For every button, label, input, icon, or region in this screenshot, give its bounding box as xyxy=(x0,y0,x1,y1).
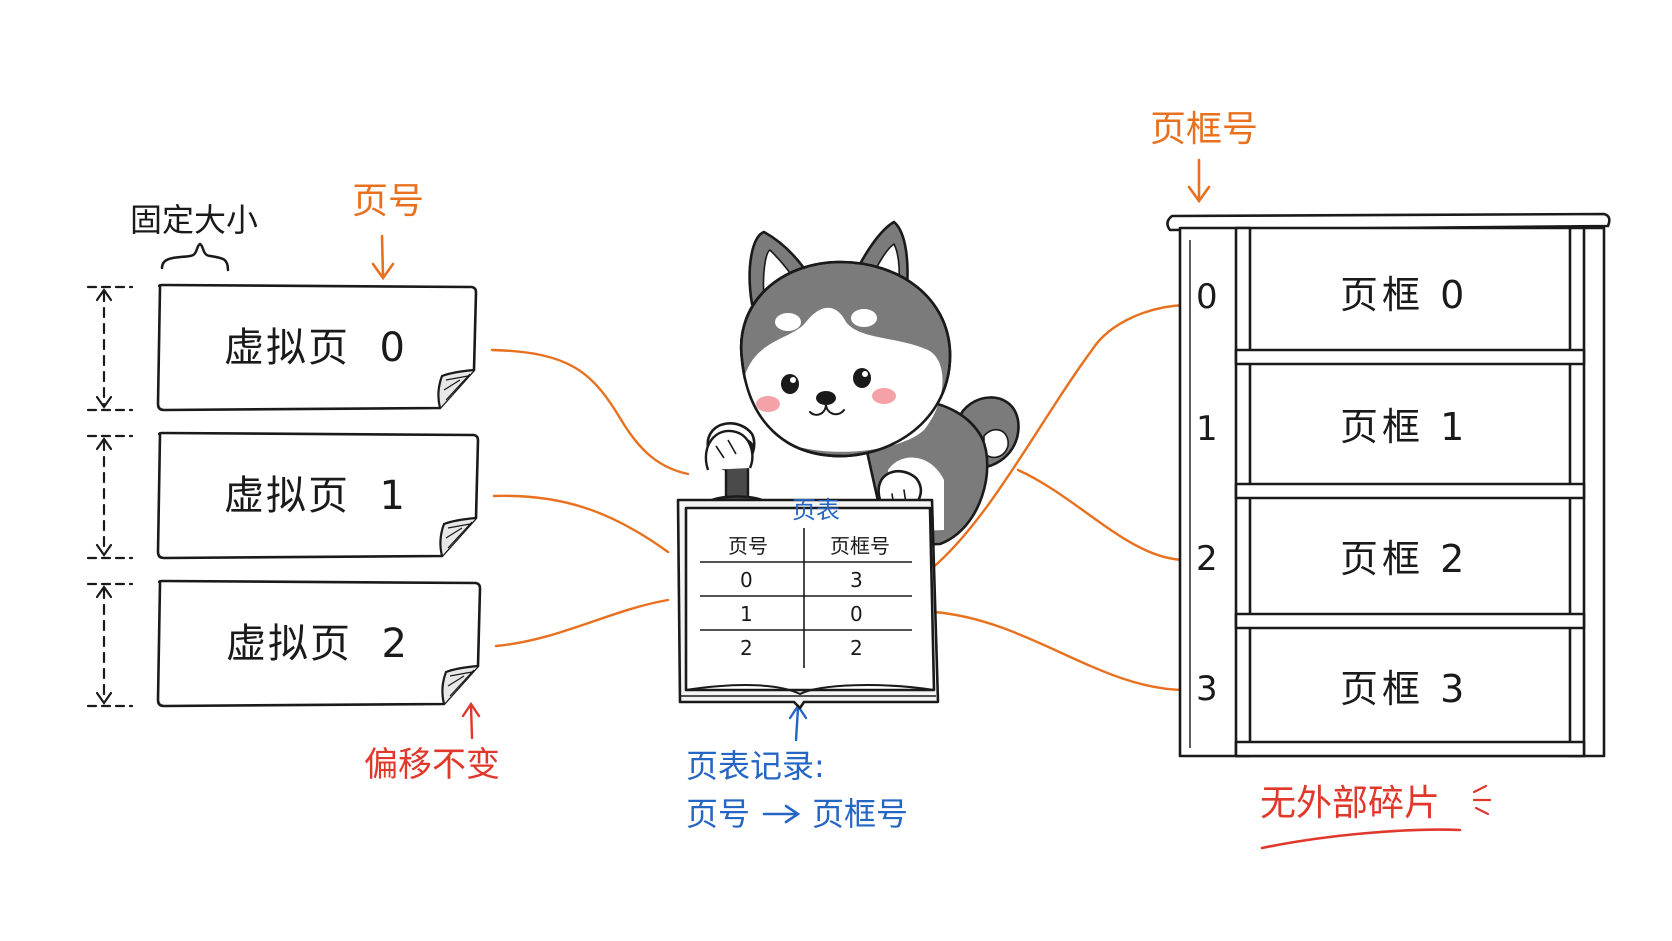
page-table-record-arrow xyxy=(788,703,808,742)
virtual-page-card-1 xyxy=(156,431,480,560)
shelf-icon xyxy=(1166,212,1611,758)
frame-index-1: 1 xyxy=(1196,409,1218,449)
no-external-frag-label: 无外部碎片 xyxy=(1260,783,1441,824)
page-table-cell-frame: 2 xyxy=(850,636,863,660)
page-number-label: 页号 xyxy=(352,181,425,222)
sparkle-icon xyxy=(1472,784,1492,816)
page-number-arrow xyxy=(371,234,395,281)
frame-num: 0 xyxy=(1440,273,1469,317)
frame-label-2: 页框 2 xyxy=(1340,540,1468,578)
frame-index-3: 3 xyxy=(1196,669,1218,709)
fixed-size-label: 固定大小 xyxy=(130,201,259,239)
virtual-page-name: 虚拟页 xyxy=(226,621,352,667)
frame-label-0: 页框 0 xyxy=(1340,276,1468,314)
page-table-cell-page: 1 xyxy=(740,602,753,626)
mapping-arrow-icon xyxy=(762,804,801,824)
page-table-cell-page: 0 xyxy=(740,568,753,592)
page-table-cell-frame: 0 xyxy=(850,602,863,626)
frame-name: 页框 xyxy=(1340,667,1425,711)
no-frag-underline xyxy=(1260,828,1462,850)
page-size-dimension xyxy=(86,285,134,708)
virtual-page-label-2: 虚拟页 2 xyxy=(226,624,409,664)
offset-arrow xyxy=(461,701,481,740)
page-table-grid xyxy=(700,528,912,668)
frame-index-2: 2 xyxy=(1196,539,1218,579)
virtual-page-label-0: 虚拟页 0 xyxy=(224,328,407,368)
mapping-from-label: 页号 xyxy=(686,795,751,833)
frame-name: 页框 xyxy=(1340,405,1425,449)
page-table-title: 页表 xyxy=(792,496,840,524)
frame-number-label: 页框号 xyxy=(1150,109,1259,150)
page-table-cell-frame: 3 xyxy=(850,568,863,592)
frame-index-0: 0 xyxy=(1196,277,1218,317)
offset-unchanged-label: 偏移不变 xyxy=(364,745,500,785)
page-table-col-page: 页号 xyxy=(728,534,768,558)
virtual-page-num: 0 xyxy=(379,325,407,371)
virtual-page-num: 2 xyxy=(381,621,409,667)
table-to-frame-connectors xyxy=(928,303,1188,692)
virtual-page-num: 1 xyxy=(379,473,407,519)
virtual-page-name: 虚拟页 xyxy=(224,473,350,519)
page-table-col-frame: 页框号 xyxy=(830,534,890,558)
frame-num: 1 xyxy=(1440,405,1469,449)
virtual-page-name: 虚拟页 xyxy=(224,325,350,371)
frame-num: 3 xyxy=(1440,667,1469,711)
virtual-page-card-0 xyxy=(156,283,478,412)
page-to-table-connectors xyxy=(490,348,690,648)
open-book-icon xyxy=(676,498,940,710)
frame-num: 2 xyxy=(1440,537,1469,581)
page-table-record-label: 页表记录: xyxy=(686,747,825,785)
frame-name: 页框 xyxy=(1340,273,1425,317)
virtual-page-card-2 xyxy=(156,579,482,708)
page-table-cell-page: 2 xyxy=(740,636,753,660)
mapping-to-label: 页框号 xyxy=(812,795,909,833)
frame-name: 页框 xyxy=(1340,537,1425,581)
frame-number-arrow xyxy=(1187,158,1211,204)
frame-label-3: 页框 3 xyxy=(1340,670,1468,708)
frame-label-1: 页框 1 xyxy=(1340,408,1468,446)
stamp-hand xyxy=(704,429,754,471)
fixed-size-brace xyxy=(160,242,230,272)
virtual-page-label-1: 虚拟页 1 xyxy=(224,476,407,516)
